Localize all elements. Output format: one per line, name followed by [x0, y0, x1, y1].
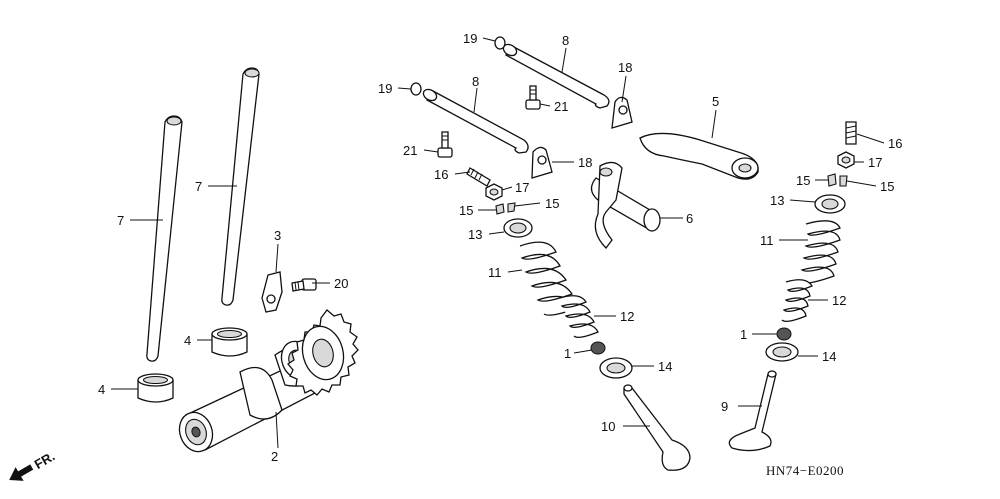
- callout-17-right: 17: [868, 155, 882, 170]
- front-direction-indicator: FR.: [9, 448, 58, 481]
- valve-lifter-lower: [137, 373, 174, 403]
- callout-21-lower: 21: [403, 143, 417, 158]
- lock-nut-17-left: [485, 183, 503, 201]
- push-rod-right: [221, 67, 260, 306]
- callout-21-upper: 21: [554, 99, 568, 114]
- cotter-1-left: [590, 341, 606, 355]
- callout-labels: 7 7 3 4 4 2 20 19 8 19 8 21 18 21 18 5 6…: [98, 31, 902, 464]
- front-label: FR.: [32, 448, 58, 471]
- callout-8-lower: 8: [472, 74, 479, 89]
- callout-15-left-b: 15: [545, 196, 559, 211]
- callout-4-upper: 4: [184, 333, 191, 348]
- callout-5: 5: [712, 94, 719, 109]
- valve-lifter-upper: [211, 327, 248, 357]
- callout-11-right: 11: [760, 233, 774, 248]
- callout-15-right-b: 15: [880, 179, 894, 194]
- callout-18-upper: 18: [618, 60, 632, 75]
- bracket-18-upper: [611, 96, 633, 129]
- retainer-13-right: [814, 194, 846, 214]
- callout-13-right: 13: [770, 193, 784, 208]
- retainer-13-left: [503, 218, 533, 238]
- cotter-15-right: [827, 173, 848, 187]
- rocker-arm-5: [639, 132, 759, 180]
- push-rod-left: [146, 115, 183, 362]
- inner-spring-12-right: [781, 279, 813, 322]
- callout-16-right: 16: [888, 136, 902, 151]
- washer-19-lower: [410, 82, 422, 96]
- callout-8-upper: 8: [562, 33, 569, 48]
- lock-nut-17-right: [837, 151, 855, 169]
- callout-17-left: 17: [515, 180, 529, 195]
- rocker-shaft-lower: [422, 88, 529, 154]
- callout-14-right: 14: [822, 349, 836, 364]
- callout-19-lower: 19: [378, 81, 392, 96]
- inner-spring-12-left: [559, 295, 599, 338]
- callout-10: 10: [601, 419, 615, 434]
- callout-7-left: 7: [117, 213, 124, 228]
- callout-1-right: 1: [740, 327, 747, 342]
- outer-spring-11-right: [799, 220, 841, 284]
- cam-gear: [287, 309, 359, 396]
- outer-spring-11-left: [519, 241, 580, 316]
- callout-15-right-a: 15: [796, 173, 810, 188]
- cotter-1-right: [776, 327, 792, 341]
- valve-9: [728, 370, 777, 452]
- adjusting-screw-16-right: [845, 121, 857, 145]
- washer-19-upper: [494, 36, 506, 50]
- bolt-21-upper: [525, 85, 541, 110]
- diagram-code: HN74−E0200: [766, 463, 844, 478]
- cotter-15-left: [495, 202, 516, 215]
- front-arrow-icon: [9, 464, 34, 481]
- adjusting-screw-16-left: [466, 167, 491, 187]
- rocker-shaft-upper: [502, 43, 610, 109]
- callout-15-left-a: 15: [459, 203, 473, 218]
- leader-lines: [111, 37, 885, 449]
- callout-12-left: 12: [620, 309, 634, 324]
- callout-14-left: 14: [658, 359, 672, 374]
- callout-9: 9: [721, 399, 728, 414]
- bolt-20: [291, 278, 317, 292]
- callout-11-left: 11: [488, 265, 502, 280]
- rocker-arm-6: [590, 161, 661, 249]
- callout-4-lower: 4: [98, 382, 105, 397]
- callout-1-left: 1: [564, 346, 571, 361]
- decompressor-plate: [261, 271, 283, 313]
- callout-16-left: 16: [434, 167, 448, 182]
- bracket-18-lower: [531, 146, 553, 179]
- callout-13-left: 13: [468, 227, 482, 242]
- seat-14-left: [599, 357, 633, 379]
- valve-10: [623, 384, 691, 471]
- callout-6: 6: [686, 211, 693, 226]
- callout-3: 3: [274, 228, 281, 243]
- callout-7-right: 7: [195, 179, 202, 194]
- callout-20: 20: [334, 276, 348, 291]
- callout-2: 2: [271, 449, 278, 464]
- callout-12-right: 12: [832, 293, 846, 308]
- callout-19-upper: 19: [463, 31, 477, 46]
- seat-14-right: [765, 342, 799, 362]
- callout-18-lower: 18: [578, 155, 592, 170]
- bolt-21-lower: [437, 131, 453, 158]
